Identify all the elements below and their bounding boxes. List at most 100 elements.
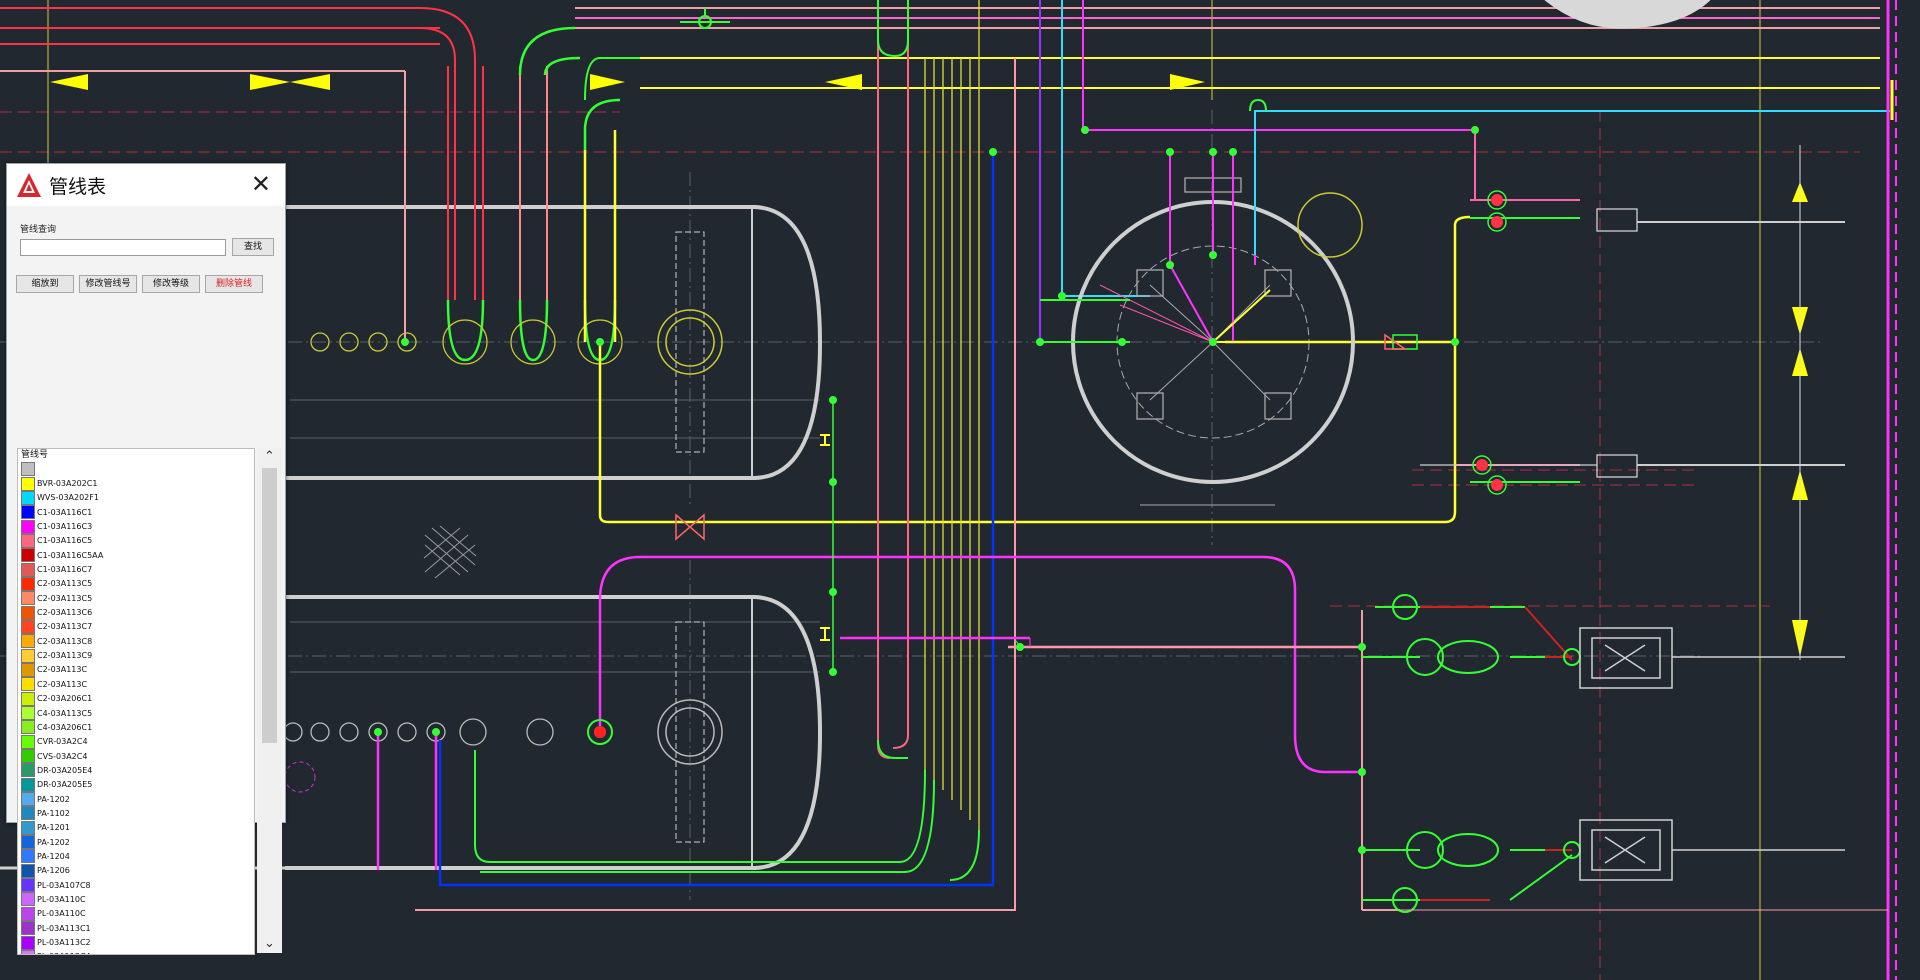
pipe-list-item[interactable]: C2-03A113C5 <box>18 591 254 606</box>
pipe-list-item[interactable]: C2-03A113C <box>18 662 254 677</box>
zoom-to-button[interactable]: 缩放到 <box>16 275 74 293</box>
pipe-color-swatch <box>21 720 35 735</box>
delete-pipe-button[interactable]: 删除管线 <box>205 275 263 293</box>
pipe-number-label: DR-03A205E4 <box>37 765 93 775</box>
pipe-list-item[interactable]: C1-03A116C5AA <box>18 548 254 563</box>
pipe-list-item[interactable]: PA-1202 <box>18 835 254 850</box>
pipe-list-item[interactable]: C1-03A116C7 <box>18 562 254 577</box>
close-icon[interactable]: ✕ <box>250 170 271 198</box>
pipe-color-swatch <box>21 662 35 677</box>
dialog-title: 管线表 <box>49 175 107 198</box>
pipe-number-label: DR-03A205E5 <box>37 780 93 790</box>
pipe-list-item[interactable]: C2-03A113C7 <box>18 619 254 634</box>
pipe-number-label: C1-03A116C5 <box>37 536 93 546</box>
pipe-number-label: PL-03A110C <box>37 894 86 904</box>
pipe-number-label: C1-03A116C1 <box>37 507 93 517</box>
pipe-list-item[interactable]: C4-03A113C5 <box>18 706 254 721</box>
pipe-number-label: C2-03A206C1 <box>37 694 93 704</box>
pipe-list-item[interactable]: C2-03A113C8 <box>18 634 254 649</box>
pipe-color-swatch <box>21 691 35 706</box>
pipe-number-label: PL-03A107C8 <box>37 880 91 890</box>
pipe-color-swatch <box>21 562 35 577</box>
pipe-list-item[interactable]: C2-03A113C9 <box>18 648 254 663</box>
find-button[interactable]: 查找 <box>232 238 274 256</box>
pipe-number-label: C1-03A116C7 <box>37 565 93 575</box>
pipe-list-item[interactable]: PA-1204 <box>18 849 254 864</box>
pipe-color-swatch <box>21 849 35 864</box>
pipe-number-label: PL-03A113C1 <box>37 923 91 933</box>
scroll-down-icon[interactable]: ⌄ <box>264 936 275 951</box>
pipe-color-swatch <box>21 677 35 692</box>
pipe-list-item[interactable]: PL-03A113C2 <box>18 935 254 950</box>
pipe-list-item[interactable]: C1-03A116C3 <box>18 519 254 534</box>
pipe-list-item[interactable]: DR-03A205E5 <box>18 777 254 792</box>
pipe-list-scrollbar[interactable]: ⌃ ⌄ <box>257 448 282 953</box>
pipe-list-item[interactable]: PA-1202 <box>18 792 254 807</box>
pipe-color-swatch <box>21 591 35 606</box>
pipe-list-item[interactable]: C1-03A116C1 <box>18 505 254 520</box>
pipe-number-label: PA-1202 <box>37 794 70 804</box>
pipe-list-item[interactable]: PL-03A107C8 <box>18 878 254 893</box>
pipe-number-label: C1-03A116C3 <box>37 522 93 532</box>
pipe-color-swatch <box>21 576 35 591</box>
pipe-list-item[interactable]: C2-03A206C1 <box>18 691 254 706</box>
pipe-search-input[interactable] <box>20 238 226 256</box>
pipe-color-swatch <box>21 533 35 548</box>
pipe-list-item[interactable]: C4-03A206C1 <box>18 720 254 735</box>
pipe-number-label: PA-1102 <box>37 808 70 818</box>
pipe-list-item[interactable]: PL-03A110C <box>18 906 254 921</box>
pipe-color-swatch <box>21 763 35 778</box>
pipe-list-item[interactable] <box>18 462 254 477</box>
pipe-number-label: PL-03A110C <box>37 909 86 919</box>
pipe-color-swatch <box>21 906 35 921</box>
dialog-title-bar[interactable]: 管线表 ✕ <box>7 164 285 206</box>
autocad-logo-icon <box>17 173 41 197</box>
pipe-color-swatch <box>21 605 35 620</box>
scroll-up-icon[interactable]: ⌃ <box>264 449 275 464</box>
pipe-color-swatch <box>21 490 35 505</box>
pipe-number-label: PA-1202 <box>37 837 70 847</box>
pipe-list-item[interactable]: PL-03A110C <box>18 892 254 907</box>
pipe-color-swatch <box>21 749 35 764</box>
pipe-color-swatch <box>21 949 35 954</box>
pipe-table-dialog[interactable]: 管线表 ✕ 管线查询 查找 缩放到 修改管线号 修改等级 删除管线 管线号 BV… <box>6 163 286 955</box>
pipe-list-item[interactable]: PA-1206 <box>18 863 254 878</box>
pipe-color-swatch <box>21 792 35 807</box>
pipe-color-swatch <box>21 634 35 649</box>
pipe-color-swatch <box>21 734 35 749</box>
pipe-list-item[interactable]: C2-03A113C <box>18 677 254 692</box>
pipe-color-swatch <box>21 462 35 477</box>
action-buttons: 缩放到 修改管线号 修改等级 删除管线 <box>16 275 285 293</box>
pipe-color-swatch <box>21 777 35 792</box>
pipe-list-header: 管线号 <box>21 450 49 460</box>
scroll-thumb[interactable] <box>262 468 277 743</box>
pipe-list-item[interactable]: PL-03A113C4 <box>18 949 254 954</box>
pipe-color-swatch <box>21 619 35 634</box>
pipe-number-label: C2-03A113C6 <box>37 608 93 618</box>
pipe-list-item[interactable]: CVR-03A2C4 <box>18 734 254 749</box>
modify-grade-button[interactable]: 修改等级 <box>142 275 200 293</box>
pipe-number-label: CVS-03A2C4 <box>37 751 88 761</box>
pipe-list-item[interactable]: BVR-03A202C1 <box>18 476 254 491</box>
pipe-number-label: PA-1204 <box>37 851 70 861</box>
pipe-list-item[interactable]: PA-1201 <box>18 820 254 835</box>
pipe-color-swatch <box>21 835 35 850</box>
pipe-list-item[interactable]: CVS-03A2C4 <box>18 749 254 764</box>
pipe-number-label: C2-03A113C <box>37 665 88 675</box>
pipe-number-label: CVR-03A2C4 <box>37 737 88 747</box>
pipe-color-swatch <box>21 820 35 835</box>
pipe-color-swatch <box>21 648 35 663</box>
pipe-list-item[interactable]: DR-03A205E4 <box>18 763 254 778</box>
pipe-list-item[interactable]: PA-1102 <box>18 806 254 821</box>
pipe-color-swatch <box>21 706 35 721</box>
pipe-list-item[interactable]: C2-03A113C6 <box>18 605 254 620</box>
pipe-list-item[interactable]: WVS-03A202F1 <box>18 490 254 505</box>
pipe-list-item[interactable]: PL-03A113C1 <box>18 921 254 936</box>
pipe-list-item[interactable]: C1-03A116C5 <box>18 533 254 548</box>
modify-pipe-number-button[interactable]: 修改管线号 <box>79 275 137 293</box>
pipe-list-item[interactable]: C2-03A113C5 <box>18 576 254 591</box>
pipe-number-label: C2-03A113C9 <box>37 651 93 661</box>
